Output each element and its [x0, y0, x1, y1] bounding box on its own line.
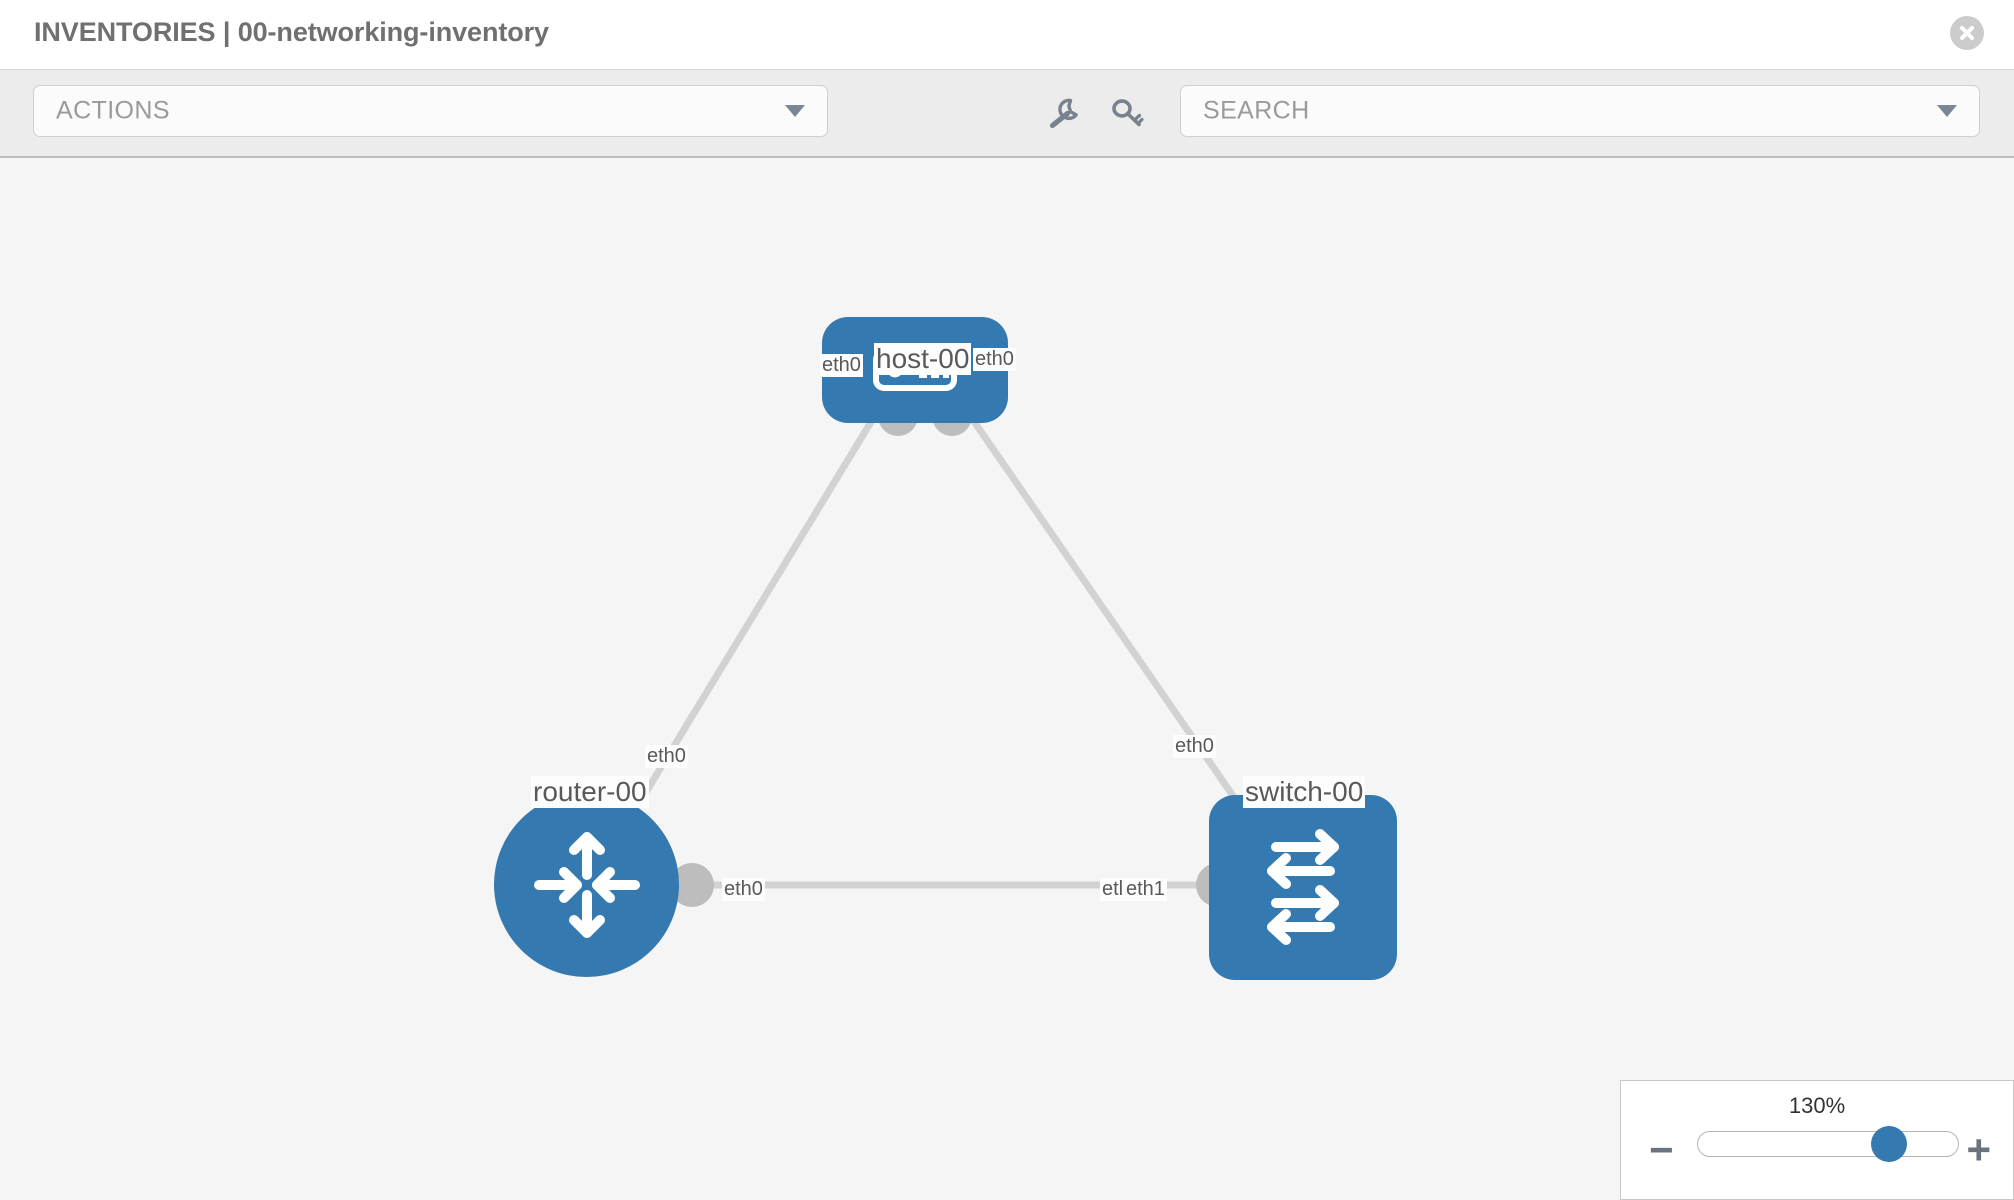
interface-label: eth0: [722, 878, 765, 901]
zoom-out-button[interactable]: −: [1649, 1126, 1674, 1173]
link-host-switch[interactable]: [952, 392, 1261, 834]
search-dropdown[interactable]: SEARCH: [1180, 85, 1980, 137]
wrench-icon[interactable]: [1044, 95, 1082, 133]
interface-label: eth0: [820, 354, 863, 377]
interface-label: etl: [1100, 878, 1126, 901]
interface-label: eth1: [1124, 878, 1167, 901]
topology-links-layer: [609, 392, 1261, 907]
zoom-slider[interactable]: [1697, 1126, 1959, 1162]
node-label-host-00: host-00: [874, 343, 972, 375]
anchor-router-right[interactable]: [670, 863, 714, 907]
zoom-in-button[interactable]: +: [1966, 1126, 1991, 1173]
node-switch-00[interactable]: [1209, 795, 1397, 980]
actions-dropdown[interactable]: ACTIONS: [33, 85, 828, 137]
chevron-down-icon: [1937, 105, 1957, 117]
zoom-level-value: 130%: [1788, 1093, 1846, 1118]
interface-label: eth0: [973, 348, 1016, 371]
interface-label: eth0: [645, 745, 688, 768]
node-label-router-00: router-00: [531, 776, 649, 808]
key-icon[interactable]: [1108, 95, 1146, 133]
interface-label: eth0: [1173, 735, 1216, 758]
zoom-slider-thumb[interactable]: [1871, 1126, 1907, 1162]
page-title: INVENTORIES | 00-networking-inventory: [34, 17, 549, 47]
node-label-switch-00: switch-00: [1243, 776, 1366, 808]
topology-canvas[interactable]: host-00 router-00 switch-00 eth0 eth0 et…: [0, 158, 2014, 1200]
actions-dropdown-label: ACTIONS: [56, 96, 170, 125]
close-button[interactable]: [1950, 16, 1984, 50]
page-header: INVENTORIES | 00-networking-inventory: [0, 0, 2014, 70]
link-host-router[interactable]: [609, 392, 891, 850]
zoom-control-panel: 130% − +: [1620, 1080, 2014, 1200]
search-input-placeholder: SEARCH: [1203, 96, 1310, 125]
chevron-down-icon: [785, 105, 805, 117]
node-router-00[interactable]: [494, 792, 679, 977]
